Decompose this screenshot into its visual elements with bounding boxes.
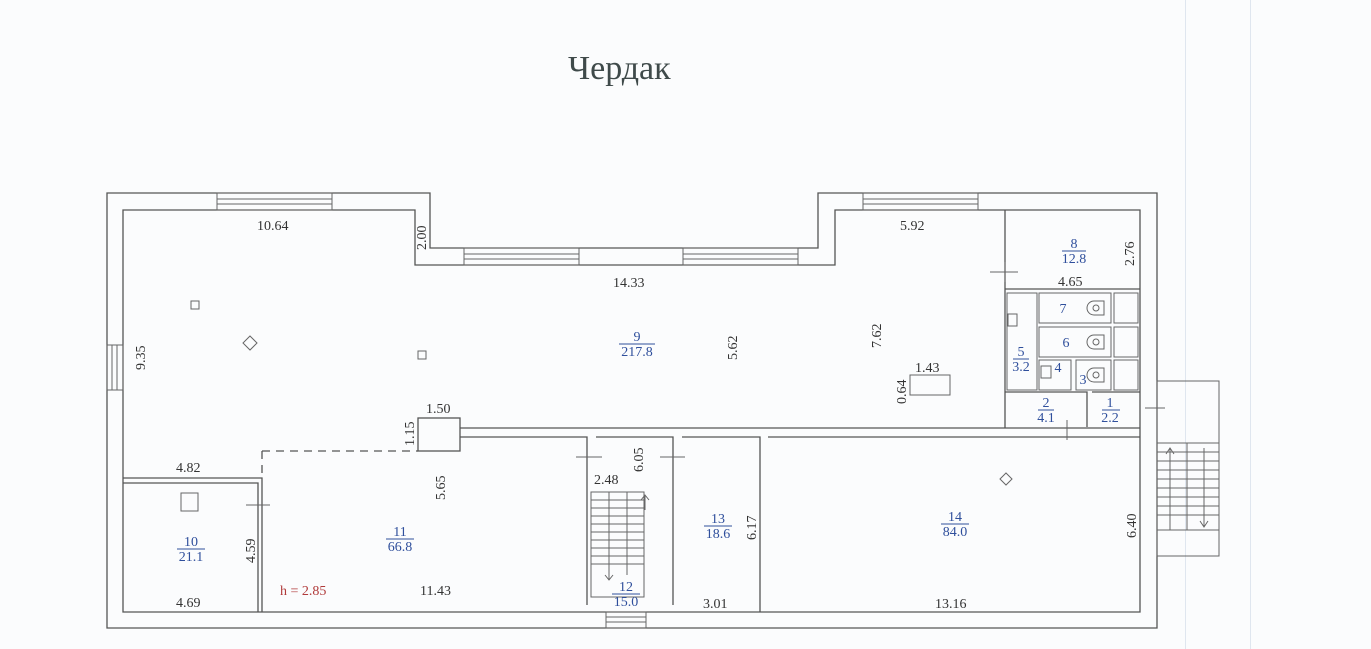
- dimension-labels: 10.64 2.00 9.35 14.33 5.62 5.92 7.62 4.6…: [134, 219, 1140, 612]
- dim-room13-width: 3.01: [703, 597, 728, 612]
- dim-stair-height: 6.05: [632, 448, 647, 473]
- sink-icons: [1007, 313, 1052, 379]
- dim-stair-width: 2.48: [594, 473, 619, 488]
- dim-right-hall-height: 7.62: [870, 324, 885, 349]
- dim-room14-height: 6.40: [1125, 514, 1140, 539]
- dim-middle-height: 5.62: [726, 336, 741, 361]
- dim-room13-height: 6.17: [745, 516, 760, 541]
- room-12-number: 12: [619, 580, 633, 595]
- dim-room11-width: 11.43: [420, 584, 451, 599]
- room-14-area: 84.0: [943, 525, 968, 540]
- room-1-number: 1: [1107, 396, 1114, 411]
- dim-room8-height: 2.76: [1123, 242, 1138, 267]
- room-13-area: 18.6: [706, 527, 731, 542]
- toilet-icons: [1086, 300, 1105, 383]
- column-symbols: [180, 300, 1013, 512]
- outer-walls: [106, 192, 1158, 629]
- dim-step-height: 2.00: [415, 226, 430, 251]
- dim-room10-top: 4.82: [176, 461, 201, 476]
- dim-opening-width: 1.43: [915, 361, 940, 376]
- room-14-number: 14: [948, 510, 962, 525]
- room-8-number: 8: [1071, 237, 1078, 252]
- room-11-number: 11: [393, 525, 406, 540]
- room-13-number: 13: [711, 512, 725, 527]
- room-5-number: 5: [1018, 345, 1025, 360]
- dim-middle-width: 14.33: [613, 276, 645, 291]
- room-10-area: 21.1: [179, 550, 204, 565]
- room-9-number: 9: [634, 330, 641, 345]
- dim-opening-height: 0.64: [895, 380, 910, 405]
- room-6-number: 6: [1063, 336, 1070, 351]
- room-8-area: 12.8: [1062, 252, 1087, 267]
- staircase-interior: [591, 492, 650, 581]
- scan-edge-line: [1250, 0, 1251, 649]
- dim-column-width: 1.50: [426, 402, 451, 417]
- dim-left-height: 9.35: [134, 346, 149, 371]
- dim-column-height: 1.15: [403, 422, 418, 447]
- staircase-exterior: [1156, 380, 1220, 557]
- room-3-number: 3: [1080, 373, 1087, 388]
- room-5-area: 3.2: [1012, 360, 1030, 375]
- room-10-number: 10: [184, 535, 198, 550]
- room-11-area: 66.8: [388, 540, 413, 555]
- interior-walls: [123, 210, 1140, 612]
- dim-top-left-width: 10.64: [257, 219, 289, 234]
- room-labels: 1 2.2 2 4.1 3 4 5 3.2 6 7 8 12.8 9 217.8…: [177, 237, 1120, 610]
- room-4-number: 4: [1055, 361, 1062, 376]
- dim-room10-height: 4.59: [244, 539, 259, 564]
- dim-room8-width: 4.65: [1058, 275, 1083, 290]
- dim-room10-bottom: 4.69: [176, 596, 201, 611]
- dim-room14-width: 13.16: [935, 597, 967, 612]
- room-1-area: 2.2: [1101, 411, 1119, 426]
- door-markers: [246, 262, 1165, 506]
- dim-room11-height: 5.65: [434, 476, 449, 501]
- room-7-number: 7: [1060, 302, 1067, 317]
- room-2-number: 2: [1043, 396, 1050, 411]
- dim-right-hall-width: 5.92: [900, 219, 925, 234]
- page-title: Чердак: [568, 50, 671, 87]
- scan-edge-line: [1185, 0, 1186, 649]
- ceiling-height-label: h = 2.85: [280, 584, 326, 599]
- room-2-area: 4.1: [1037, 411, 1055, 426]
- windows: [106, 192, 979, 629]
- room-12-area: 15.0: [614, 595, 639, 610]
- room-9-area: 217.8: [621, 345, 653, 360]
